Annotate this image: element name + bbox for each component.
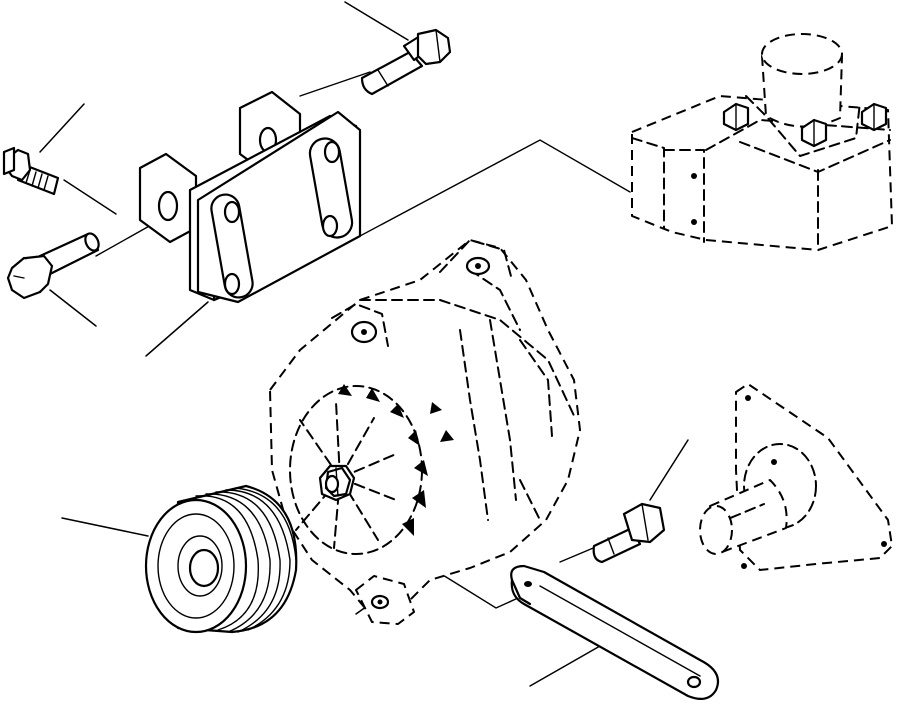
- adjusting-link: [510, 564, 720, 701]
- adjusting-bolt: [592, 502, 666, 564]
- bolt-top: [360, 28, 452, 96]
- assembly-axis-link: [437, 571, 519, 609]
- leader-line-adjusting-link: [529, 645, 601, 687]
- housing-bolt-front: [800, 118, 828, 148]
- leader-line-left-lower-bolt: [49, 289, 97, 327]
- alternator: [269, 239, 581, 625]
- fan-blades: [338, 384, 454, 536]
- bolt-left-lower: [6, 232, 100, 300]
- assembly-axis-left-upper: [63, 179, 117, 215]
- housing-bolt-left: [722, 102, 750, 132]
- alternator-shaft-nut: [318, 464, 356, 502]
- leader-line-pulley: [61, 517, 149, 537]
- timing-cover-shaft: [699, 383, 893, 571]
- thermostat-housing: [631, 33, 893, 251]
- leader-line-bracket: [145, 301, 209, 357]
- fan-spokes: [295, 401, 397, 549]
- assembly-axis-adjusting-bolt: [559, 545, 599, 563]
- assembly-axis-top-bolt: [299, 71, 371, 97]
- leader-line-adjusting-bolt: [649, 439, 689, 501]
- leader-line-left-upper-bolt: [39, 103, 85, 153]
- pulley: [144, 484, 298, 634]
- housing-bolt-right: [860, 102, 888, 132]
- bolt-left-upper: [2, 146, 60, 196]
- leader-line-top-bolt: [344, 1, 409, 41]
- alternator-bracket: [138, 90, 362, 304]
